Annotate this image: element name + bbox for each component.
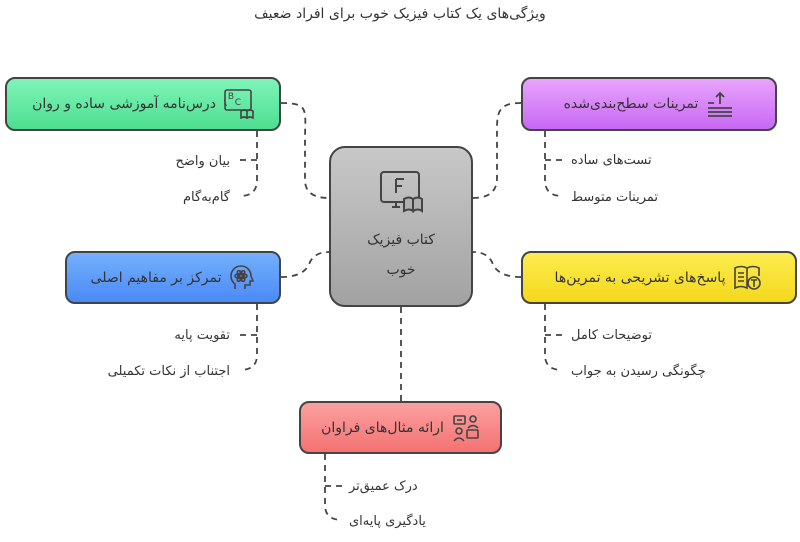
book-monitor-icon: [380, 170, 423, 213]
node-concepts-label: تمرکز بر مفاهیم اصلی: [90, 269, 222, 286]
node-exercises-label: تمرینات سطح‌بندی‌شده: [563, 96, 699, 112]
svg-text:C: C: [235, 98, 241, 108]
brain-atom-icon: [230, 264, 255, 289]
node-answers[interactable]: پاسخ‌های تشریحی به تمرین‌ها: [521, 251, 797, 304]
sub-answers-0: توضیحات کامل: [571, 328, 652, 343]
sub-lesson-0: بیان واضح: [175, 154, 230, 169]
node-examples-label: ارائه مثال‌های فراوان: [321, 419, 444, 436]
node-lesson[interactable]: ABC درس‌نامه آموزشی ساده و روان: [5, 77, 281, 131]
connector-concepts: [280, 251, 330, 278]
connector-lesson: [280, 102, 330, 199]
svg-text:A: A: [224, 99, 228, 109]
node-lesson-label: درس‌نامه آموزشی ساده و روان: [32, 96, 216, 112]
sub-examples-1: یادگیری پایه‌ای: [349, 514, 426, 529]
sub-answers-1: چگونگی رسیدن به جواب: [571, 364, 706, 379]
sub-connector-lesson: [239, 131, 258, 197]
sub-exercises-0: تست‌های ساده: [571, 153, 652, 168]
sub-connector-exercises: [544, 131, 563, 197]
sub-examples-0: درک عمیق‌تر: [349, 479, 418, 494]
connector-exercises: [472, 102, 522, 199]
book-text-icon: [734, 265, 762, 290]
sub-concepts-1: اجتناب از نکات تکمیلی: [107, 364, 230, 379]
sub-exercises-1: تمرینات متوسط: [571, 190, 659, 205]
connector-answers: [472, 251, 522, 278]
node-examples[interactable]: ارائه مثال‌های فراوان: [299, 401, 502, 454]
people-chat-icon: [453, 414, 479, 442]
sub-connector-concepts: [239, 304, 258, 371]
node-exercises[interactable]: تمرینات سطح‌بندی‌شده: [521, 77, 777, 131]
levels-upload-icon: [708, 91, 733, 117]
abc-book-icon: ABC: [224, 89, 254, 119]
node-concepts[interactable]: تمرکز بر مفاهیم اصلی: [65, 251, 281, 304]
sub-connector-examples: [324, 454, 343, 521]
center-node: کتاب فیزیک خوب: [329, 146, 473, 307]
sub-concepts-0: تقویت پایه: [174, 328, 230, 343]
sub-lesson-1: گام‌به‌گام: [183, 190, 230, 205]
center-label: کتاب فیزیک خوب: [367, 231, 435, 278]
svg-text:B: B: [228, 92, 234, 102]
node-answers-label: پاسخ‌های تشریحی به تمرین‌ها: [554, 269, 726, 286]
diagram-title: ویژگی‌های یک کتاب فیزیک خوب برای افراد ض…: [254, 6, 546, 22]
sub-connector-answers: [544, 304, 563, 371]
